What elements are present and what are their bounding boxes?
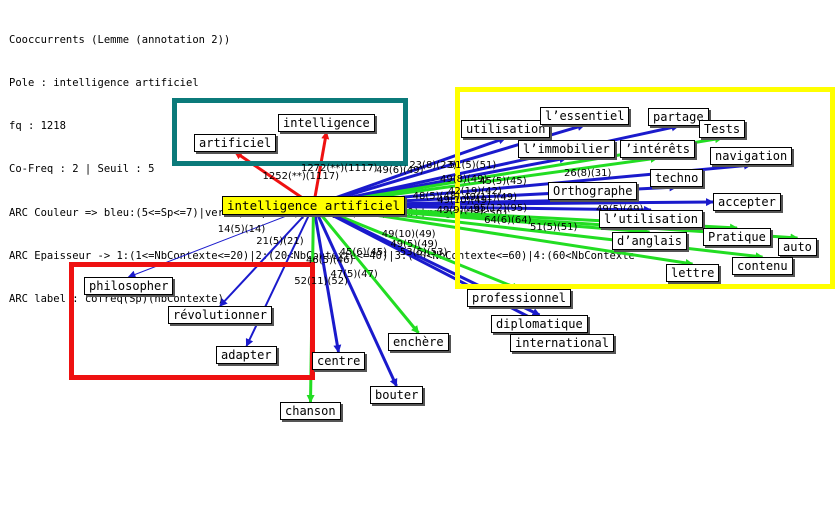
edge-label-centre: 46(5)(46) xyxy=(306,255,354,267)
edge-utilisation xyxy=(313,136,507,207)
header-line: Co-Freq : 2 | Seuil : 5 xyxy=(9,163,155,176)
node-orthographe[interactable]: Orthographe xyxy=(548,182,638,200)
header-line: Cooccurrents (Lemme (annotation 2)) xyxy=(9,33,231,46)
node-essentiel[interactable]: l’essentiel xyxy=(540,107,630,125)
edge-label-professionnel: 49(10)(49) xyxy=(381,228,436,240)
edge-partage xyxy=(313,123,680,207)
header-line: Pole : intelligence artificiel xyxy=(9,77,199,90)
node-partage[interactable]: partage xyxy=(648,108,709,126)
edge-label-revolutionner: 21(5)(21) xyxy=(256,235,304,247)
edge-label-contenu: 64(6)(64) xyxy=(484,215,532,227)
edge-label-extra: 26(8)(31) xyxy=(564,168,612,179)
edge-professionnel xyxy=(312,204,520,291)
edge-international xyxy=(312,204,563,336)
edge-label-interets: 49(8)(49) xyxy=(439,173,488,185)
header-line: ARC label : cofreq(Sp)(nbContexte) xyxy=(9,293,224,306)
node-artificiel[interactable]: artificiel xyxy=(194,134,277,152)
node-centre[interactable]: centre xyxy=(312,352,366,370)
edge-label-pratique: 95(12)(95) xyxy=(473,202,528,214)
edge-label-intelligence: 1272(**)(1117) xyxy=(300,162,378,174)
node-enchere[interactable]: enchère xyxy=(388,333,449,351)
node-bouter[interactable]: bouter xyxy=(370,386,424,404)
edge-label-chanson: 52(11)(52) xyxy=(294,276,349,288)
edge-intelligence xyxy=(312,131,330,206)
edge-enchere xyxy=(312,204,420,334)
node-intelligence[interactable]: intelligence xyxy=(278,114,375,132)
header-line: fq : 1218 xyxy=(9,120,66,133)
edge-label-philosopher: 14(5)(14) xyxy=(217,223,266,235)
node-auto[interactable]: auto xyxy=(778,238,817,256)
edge-label-anglais: 49(9)(49) xyxy=(436,204,485,216)
node-adapter[interactable]: adapter xyxy=(216,346,277,364)
node-philosopher[interactable]: philosopher xyxy=(84,277,174,295)
edge-label-essentiel: 23(8)(23) xyxy=(409,159,457,171)
edge-label-utilisation: 49(6)(49) xyxy=(376,165,424,177)
node-pratique[interactable]: Pratique xyxy=(703,228,771,246)
node-diplomatique[interactable]: diplomatique xyxy=(491,315,588,333)
edge-chanson xyxy=(306,205,315,403)
node-lutilisation[interactable]: l’utilisation xyxy=(599,210,703,228)
node-chanson[interactable]: chanson xyxy=(280,402,341,420)
edge-label-lutilisation: 49(10)(49) xyxy=(437,195,492,207)
edge-revolutionner xyxy=(219,204,315,307)
edge-label-international: 53(5)(53) xyxy=(399,247,448,259)
edge-essentiel xyxy=(313,123,586,207)
node-tests[interactable]: Tests xyxy=(699,120,746,138)
node-contenu[interactable]: contenu xyxy=(732,257,793,275)
edge-label-diplomatique: 49(5)(49) xyxy=(390,239,438,251)
edge-label-bouter: 47(5)(47) xyxy=(330,269,378,281)
node-immobilier[interactable]: l’immobilier xyxy=(518,140,615,158)
edge-label-partage: 51(5)(51) xyxy=(448,160,497,172)
edge-label-navigation: 45(5)(45) xyxy=(479,176,527,188)
node-revolutionner[interactable]: révolutionner xyxy=(168,306,272,324)
node-international[interactable]: international xyxy=(510,334,614,352)
node-interets[interactable]: ’intérêts xyxy=(620,140,696,158)
node-techno[interactable]: techno xyxy=(650,169,704,187)
center-node[interactable]: intelligence artificiel xyxy=(222,196,406,215)
node-anglais[interactable]: d’anglais xyxy=(612,232,688,250)
node-professionnel[interactable]: professionnel xyxy=(467,289,571,307)
node-lettre[interactable]: lettre xyxy=(666,264,720,282)
edge-lettre xyxy=(313,204,694,267)
edge-bouter xyxy=(312,204,398,387)
edge-label-enchere: 45(6)(45) xyxy=(339,247,388,259)
header-line: ARC Epaisseur -> 1:(1<=NbContexte<=20)|2… xyxy=(9,249,635,262)
node-accepter[interactable]: accepter xyxy=(713,193,781,211)
edge-label-extra: 49(5)(49) xyxy=(596,204,643,215)
edge-label-artificiel: 1252(**)(1117) xyxy=(262,171,340,183)
edge-label-extra: 51(5)(51) xyxy=(530,222,578,233)
edge-label-techno: 42(19)(42) xyxy=(447,185,502,197)
node-navigation[interactable]: navigation xyxy=(710,147,793,165)
edge-centre xyxy=(312,205,342,353)
edge-label-accepter: 49(11)(49) xyxy=(463,192,518,204)
edge-label-orthographe: 48(5)(48) xyxy=(412,191,461,203)
node-utilisation[interactable]: utilisation xyxy=(461,120,551,138)
